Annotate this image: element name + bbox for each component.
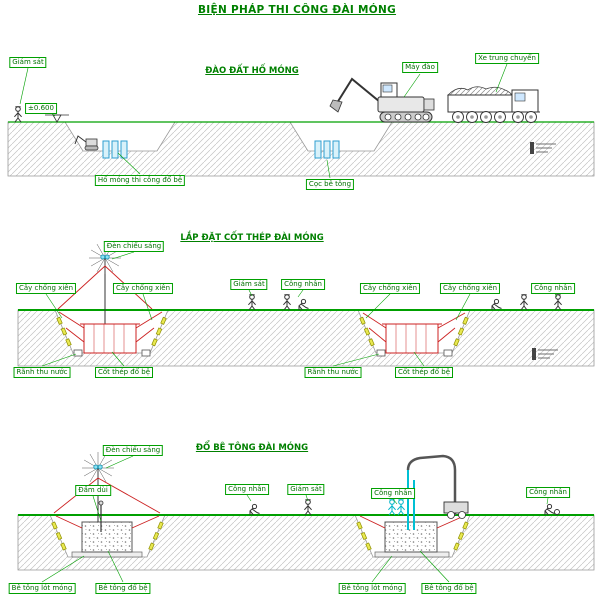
sheet-title: BIỆN PHÁP THI CÔNG ĐÀI MÓNG bbox=[197, 4, 397, 16]
formwork-pit2 bbox=[362, 312, 466, 354]
leader-lines-panel2 bbox=[41, 251, 558, 367]
label-raker-prop: Cây chống xiên bbox=[15, 283, 77, 294]
worker-figure bbox=[396, 499, 406, 516]
worker-figure bbox=[544, 503, 555, 516]
panel1-title: ĐÀO ĐẤT HỐ MÓNG bbox=[205, 66, 299, 76]
mini-digger bbox=[74, 135, 99, 151]
panel1-excavation-scene bbox=[7, 63, 595, 179]
lean-concrete-pit2 bbox=[374, 551, 450, 558]
label-lean-concrete: Bê tông lót móng bbox=[8, 583, 76, 594]
worker-figure bbox=[491, 298, 502, 311]
concrete-vibrator bbox=[98, 500, 104, 532]
label-worker: Công nhân bbox=[531, 283, 575, 294]
label-floodlight: Đèn chiếu sáng bbox=[102, 445, 164, 456]
label-supervisor: Giám sát bbox=[9, 57, 47, 68]
worker-figure bbox=[298, 298, 309, 311]
label-vibrator: Đầm dùi bbox=[75, 485, 111, 496]
label-elevation: ±0.600 bbox=[25, 103, 57, 114]
label-worker: Công nhân bbox=[225, 484, 269, 495]
label-raker-prop: Cây chống xiên bbox=[112, 283, 174, 294]
panel3-title: ĐỔ BÊ TÔNG ĐÀI MÓNG bbox=[195, 443, 309, 453]
soil-section bbox=[17, 514, 595, 571]
soil-section bbox=[17, 309, 595, 367]
label-worker: Công nhân bbox=[281, 279, 325, 290]
excavator bbox=[329, 77, 435, 123]
label-raker-prop: Cây chống xiên bbox=[439, 283, 501, 294]
label-drainage: Rãnh thu nước bbox=[304, 367, 362, 378]
supervisor-figure bbox=[303, 499, 313, 516]
worker-figure bbox=[387, 499, 397, 516]
label-drainage: Rãnh thu nước bbox=[13, 367, 71, 378]
worker-figure bbox=[553, 294, 563, 311]
leader-lines-panel1 bbox=[19, 63, 508, 179]
panel3-concrete-scene bbox=[17, 451, 595, 583]
worker-figure bbox=[249, 503, 260, 516]
panel2-rebar-scene bbox=[17, 241, 595, 367]
label-cap-concrete: Bê tông đổ bệ bbox=[421, 583, 477, 594]
label-transfer-truck: Xe trung chuyển bbox=[475, 53, 539, 64]
elevation-mark bbox=[45, 114, 69, 123]
label-lean-concrete: Bê tông lót móng bbox=[338, 583, 406, 594]
label-worker: Công nhân bbox=[526, 487, 570, 498]
concrete-block-pit2 bbox=[384, 521, 438, 553]
supervisor-figure bbox=[247, 294, 257, 311]
label-worker: Công nhân bbox=[371, 488, 415, 499]
label-floodlight: Đèn chiếu sáng bbox=[103, 241, 165, 252]
label-concrete-pile: Cọc bê tông bbox=[305, 179, 355, 190]
leader-lines-panel3 bbox=[41, 455, 549, 583]
label-foundation-pit: Hố móng thi công đổ bệ bbox=[94, 175, 186, 186]
soil-section bbox=[7, 121, 595, 177]
concrete-piles-pit2 bbox=[314, 140, 340, 159]
worker-figure bbox=[282, 294, 292, 311]
label-raker-prop: Cây chống xiên bbox=[359, 283, 421, 294]
supervisor-figure bbox=[13, 106, 23, 123]
drainage-trench bbox=[73, 349, 453, 357]
formwork-pit1 bbox=[57, 265, 163, 354]
floodlight-icon bbox=[81, 451, 115, 485]
concrete-block-pit1 bbox=[81, 521, 133, 553]
wheelbarrow-wheel bbox=[554, 509, 560, 515]
label-supervisor: Giám sát bbox=[287, 484, 325, 495]
dump-truck bbox=[447, 86, 540, 123]
concrete-piles-pit1 bbox=[102, 140, 128, 159]
label-rebar: Cốt thép đổ bệ bbox=[395, 367, 453, 378]
lean-concrete-pit1 bbox=[71, 551, 143, 558]
label-cap-concrete: Bê tông đổ bệ bbox=[95, 583, 151, 594]
concrete-pump-boom bbox=[406, 454, 469, 530]
label-excavator: Máy đào bbox=[402, 62, 438, 73]
worker-figure bbox=[519, 294, 529, 311]
label-rebar: Cốt thép đổ bệ bbox=[95, 367, 153, 378]
label-supervisor: Giám sát bbox=[230, 279, 268, 290]
panel2-title: LẮP ĐẶT CỐT THÉP ĐÀI MÓNG bbox=[180, 233, 324, 243]
